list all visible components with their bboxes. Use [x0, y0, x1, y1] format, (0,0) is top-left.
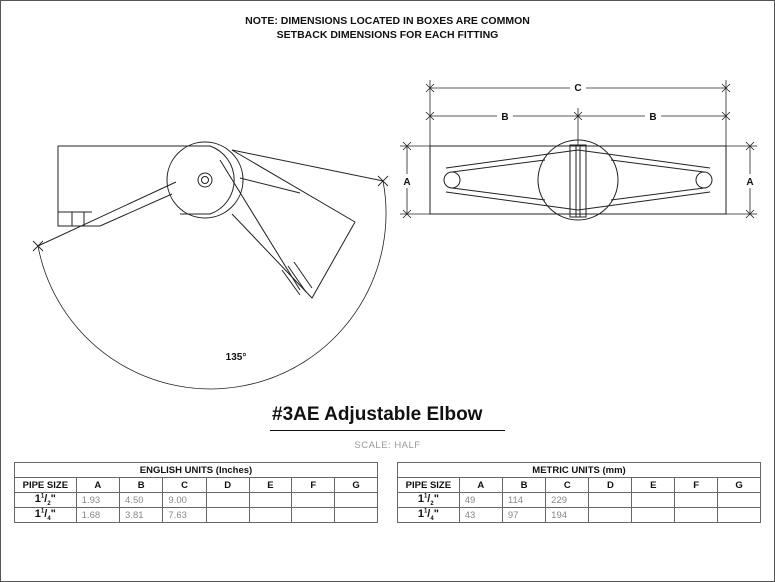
- side-view-elbow: [32, 141, 389, 390]
- header-b: B: [119, 477, 164, 493]
- technical-drawing: C B B A A 135°: [32, 80, 757, 390]
- value-b: 97: [501, 507, 547, 524]
- value-a: 1.68: [75, 507, 121, 524]
- value-d: [205, 507, 250, 524]
- header-e: E: [631, 477, 676, 493]
- dimension-lines: [400, 80, 757, 219]
- pipe-size-cell: 11/4": [397, 507, 460, 524]
- value-c: 229: [545, 491, 590, 509]
- header-d: D: [205, 477, 250, 493]
- value-b: 114: [501, 491, 547, 509]
- header-e: E: [248, 477, 293, 493]
- dimension-note: NOTE: DIMENSIONS LOCATED IN BOXES ARE CO…: [0, 14, 775, 42]
- title-underline: [270, 430, 505, 431]
- value-a: 49: [458, 491, 503, 509]
- dim-label-a-right: A: [746, 177, 753, 188]
- value-f: [291, 491, 336, 509]
- header-g: G: [334, 477, 378, 493]
- dim-label-b-right: B: [649, 112, 656, 123]
- header-pipe-size: PIPE SIZE: [397, 477, 460, 493]
- value-a: 1.93: [75, 491, 121, 509]
- scale-label: SCALE: HALF: [354, 440, 421, 451]
- value-c: 7.63: [162, 507, 207, 524]
- table-row: 11/2" 1.93 4.50 9.00: [14, 491, 378, 509]
- table-row: 11/4" 1.68 3.81 7.63: [14, 507, 378, 524]
- value-d: [205, 491, 250, 509]
- header-a: A: [75, 477, 121, 493]
- value-a: 43: [458, 507, 503, 524]
- header-f: F: [291, 477, 336, 493]
- angle-label: 135°: [226, 352, 247, 363]
- value-c: 9.00: [162, 491, 207, 509]
- header-c: C: [162, 477, 207, 493]
- metric-table-header-row: PIPE SIZE A B C D E F G: [397, 477, 761, 493]
- value-g: [334, 491, 378, 509]
- header-c: C: [545, 477, 590, 493]
- value-e: [248, 491, 293, 509]
- metric-table-caption: METRIC UNITS (mm): [397, 462, 761, 478]
- metric-units-table: METRIC UNITS (mm) PIPE SIZE A B C D E F …: [397, 462, 761, 524]
- note-line-2: SETBACK DIMENSIONS FOR EACH FITTING: [276, 29, 499, 41]
- header-f: F: [674, 477, 719, 493]
- pipe-size-cell: 11/2": [14, 491, 77, 509]
- value-g: [334, 507, 378, 524]
- header-d: D: [588, 477, 633, 493]
- value-f: [674, 507, 719, 524]
- value-c: 194: [545, 507, 590, 524]
- value-g: [717, 491, 761, 509]
- table-row: 11/2" 49 114 229: [397, 491, 761, 509]
- pipe-size-cell: 11/4": [14, 507, 77, 524]
- value-e: [631, 507, 676, 524]
- header-g: G: [717, 477, 761, 493]
- value-f: [674, 491, 719, 509]
- dim-label-a-left: A: [403, 177, 410, 188]
- value-b: 3.81: [119, 507, 164, 524]
- value-d: [588, 491, 633, 509]
- header-b: B: [501, 477, 547, 493]
- note-line-1: NOTE: DIMENSIONS LOCATED IN BOXES ARE CO…: [245, 15, 530, 27]
- value-e: [631, 491, 676, 509]
- dim-label-b-left: B: [501, 112, 508, 123]
- table-row: 11/4" 43 97 194: [397, 507, 761, 524]
- english-table-caption: ENGLISH UNITS (Inches): [14, 462, 378, 478]
- header-pipe-size: PIPE SIZE: [14, 477, 77, 493]
- pipe-size-cell: 11/2": [397, 491, 460, 509]
- product-title: #3AE Adjustable Elbow: [272, 404, 483, 425]
- header-a: A: [458, 477, 503, 493]
- value-e: [248, 507, 293, 524]
- top-view-elbow: [429, 139, 727, 221]
- value-d: [588, 507, 633, 524]
- english-table-header-row: PIPE SIZE A B C D E F G: [14, 477, 378, 493]
- value-g: [717, 507, 761, 524]
- value-b: 4.50: [119, 491, 164, 509]
- english-units-table: ENGLISH UNITS (Inches) PIPE SIZE A B C D…: [14, 462, 378, 524]
- dim-label-c: C: [574, 83, 581, 94]
- value-f: [291, 507, 336, 524]
